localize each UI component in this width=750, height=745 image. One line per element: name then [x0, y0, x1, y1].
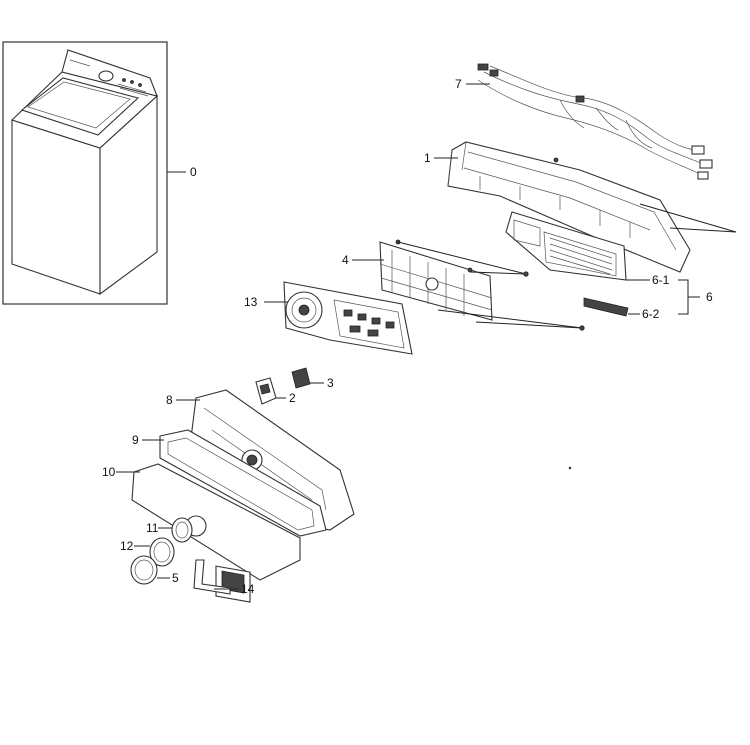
screw-4b — [579, 325, 585, 331]
callout-13: 13 — [244, 295, 258, 309]
overview-knob — [98, 70, 114, 82]
callout-5: 5 — [172, 571, 179, 585]
part-11-inner — [175, 521, 189, 539]
callout-11: 11 — [146, 521, 159, 535]
pcb-chip-b — [357, 313, 367, 321]
pcb-cover-body — [505, 211, 627, 281]
strip-6-2 — [583, 297, 629, 317]
rear-frame-body — [447, 141, 691, 273]
callout-9: 9 — [132, 433, 139, 447]
leader-4-screw-b — [469, 271, 527, 275]
rear-frame-group — [434, 141, 737, 273]
lid-glass-inner — [27, 81, 131, 129]
knob-stack-group — [130, 517, 193, 585]
harness-wire-b — [489, 65, 705, 151]
part-12-inner — [153, 541, 171, 563]
callout-3: 3 — [327, 376, 334, 390]
frame-9-body — [159, 429, 327, 537]
callout-6: 6 — [706, 290, 713, 304]
part-3-body — [291, 367, 311, 389]
callout-14: 14 — [241, 582, 255, 596]
pcb-chip-c — [371, 317, 381, 325]
wire-harness-group — [466, 63, 713, 180]
pcb-chip-a — [343, 309, 353, 317]
pcb-chip-e — [349, 325, 361, 333]
harness-connector-c — [575, 95, 585, 103]
panel-dot-b — [130, 80, 134, 84]
bracket-4-hub — [425, 277, 439, 291]
leader-4-screw-d — [475, 321, 583, 329]
bracket-6 — [678, 279, 700, 315]
frame-9-group — [142, 429, 327, 537]
callout-0: 0 — [190, 165, 197, 179]
callout-2: 2 — [289, 391, 296, 405]
panel-10-body — [131, 463, 301, 581]
callout-4: 4 — [342, 253, 349, 267]
pcb-chip-d — [385, 321, 395, 329]
pcb-cover-grille — [543, 231, 617, 277]
harness-wire-a — [483, 71, 709, 167]
stray-dot — [568, 466, 572, 470]
leader-4-screw-a — [397, 241, 527, 275]
screw-4a — [523, 271, 529, 277]
harness-connector-e — [699, 159, 713, 169]
lid-glass — [20, 77, 140, 136]
housing-8-inner — [203, 407, 327, 511]
harness-connector-b — [489, 69, 499, 77]
pcb-component-area — [333, 299, 405, 349]
pcb-knob-inner — [291, 297, 317, 323]
leader-1b — [669, 227, 737, 233]
cabinet-front — [11, 119, 101, 295]
part-11-ring — [171, 517, 193, 543]
callout-8: 8 — [166, 393, 173, 407]
harness-connector-f — [697, 171, 709, 180]
harness-connector-d — [691, 145, 705, 155]
harness-connector-a — [477, 63, 489, 71]
panel-dot-c — [138, 83, 142, 87]
harness-branches — [559, 99, 653, 149]
bracket-4-group — [352, 239, 585, 331]
pcb-chip-f — [367, 329, 379, 337]
strip-group — [583, 279, 700, 317]
pcb-cover-group — [505, 211, 650, 281]
callout-6-1: 6-1 — [652, 273, 670, 287]
pcb-cover-tab — [513, 219, 541, 247]
rear-frame-edge — [447, 141, 467, 187]
pcb-knob-center — [298, 304, 310, 316]
callout-10: 10 — [102, 465, 116, 479]
part-5-knob-face — [134, 559, 154, 581]
callout-7: 7 — [455, 77, 462, 91]
panel-dot-a — [122, 78, 126, 82]
frame-9-inner — [167, 437, 315, 531]
callout-6-2: 6-2 — [642, 307, 660, 321]
callout-12: 12 — [120, 539, 134, 553]
housing-8-knob-core — [246, 454, 258, 466]
bracket-4-hole-b — [467, 267, 473, 273]
leader-4-screw-c — [437, 309, 583, 329]
panel-buttons — [69, 59, 149, 97]
washer-overview-group — [2, 41, 186, 305]
harness-wire-c — [477, 79, 701, 175]
small-parts-group — [255, 367, 324, 405]
callout-1: 1 — [424, 151, 431, 165]
pcb-cover-slots — [549, 237, 613, 275]
clip-14-group — [193, 559, 238, 595]
screw-1 — [553, 157, 559, 163]
leader-1c — [639, 203, 737, 233]
part-2-core — [259, 383, 271, 395]
clip-14-body — [193, 559, 231, 595]
main-pcb-group — [264, 281, 413, 355]
rear-frame-ribs — [463, 151, 677, 251]
